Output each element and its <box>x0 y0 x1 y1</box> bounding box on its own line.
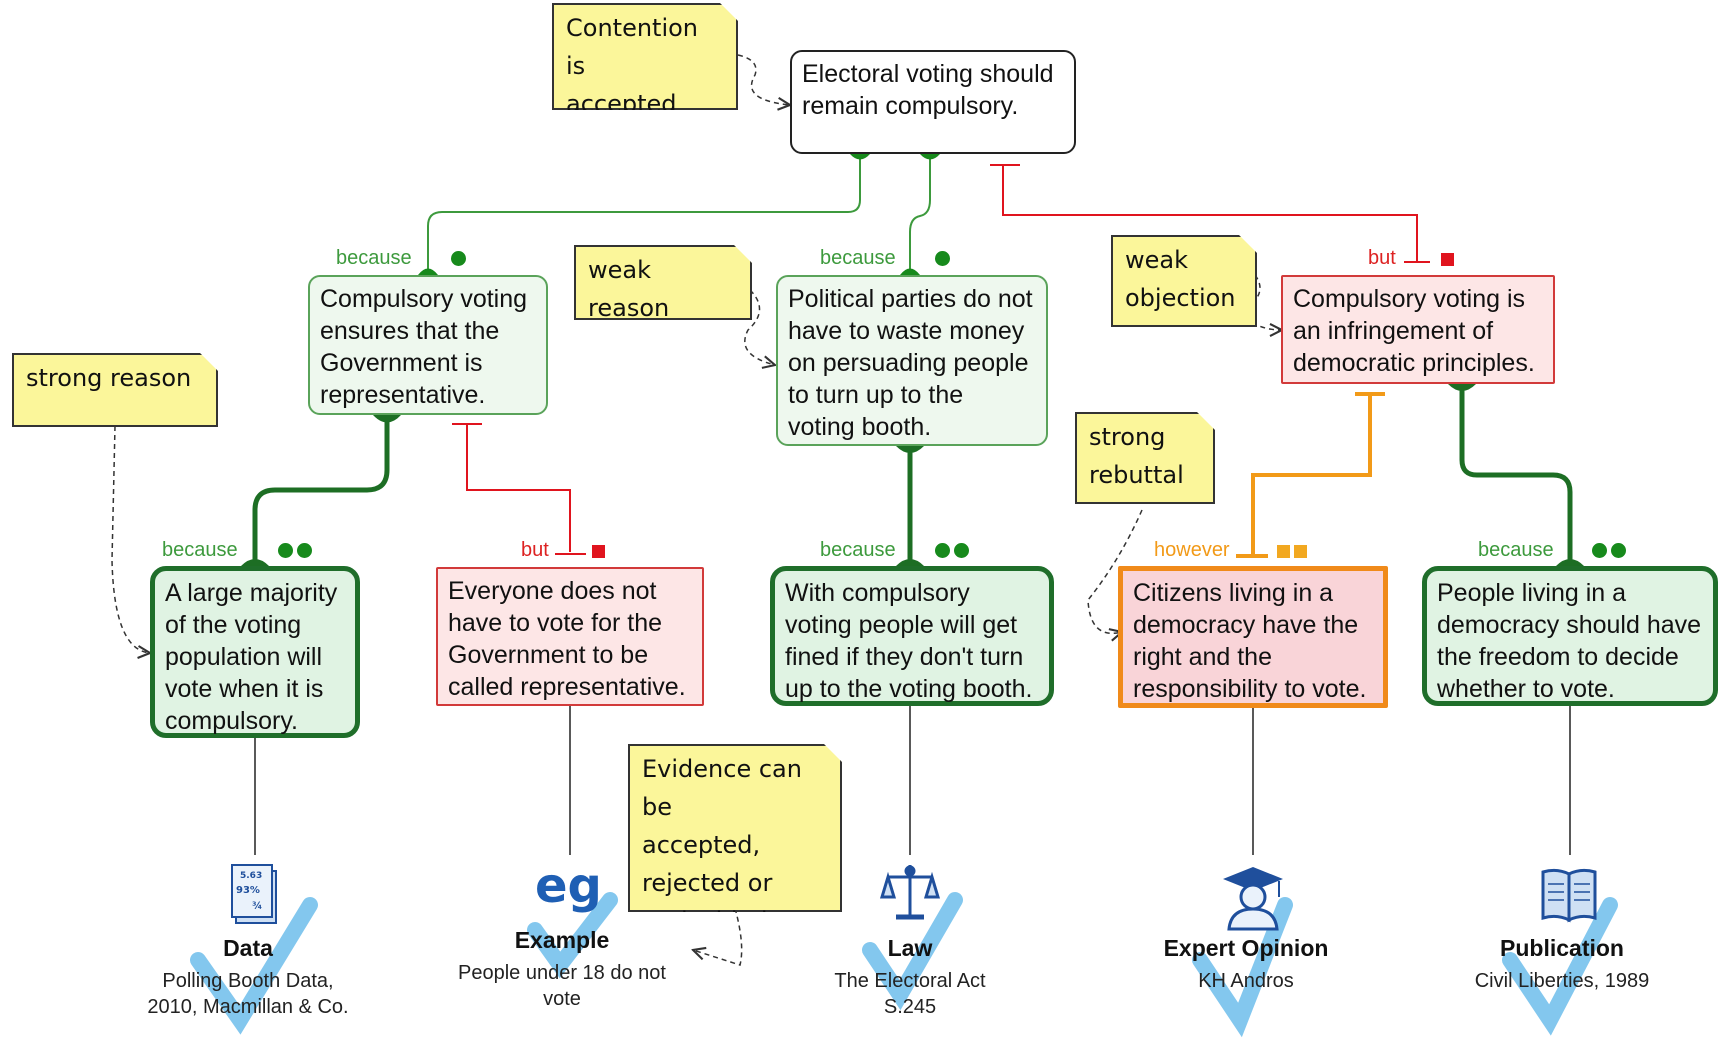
data-icon: 5.63 93% ¾ <box>231 864 277 924</box>
expert-graduate-icon <box>1223 867 1283 931</box>
support-links-thick <box>252 384 1573 566</box>
support-strength-dot <box>297 543 312 558</box>
reason-box[interactable]: Compulsory voting ensures that the Gover… <box>308 275 548 415</box>
but-label: but <box>1368 247 1396 269</box>
evidence-type-expert-opinion: Expert Opinion <box>1163 935 1329 961</box>
objection-links <box>452 164 1430 555</box>
support-strength-dot <box>278 543 293 558</box>
publication-book-icon <box>1541 868 1597 923</box>
because-label: because <box>820 247 896 269</box>
check-mark-icon <box>190 897 318 1035</box>
evidence-type-law: Law <box>887 935 933 961</box>
evidence-detail: Civil Liberties, 1989 <box>1474 970 1650 992</box>
but-label: but <box>521 539 549 561</box>
objection-strength-square <box>592 545 605 558</box>
support-strength-dot <box>954 543 969 558</box>
rebuttal-strength-square <box>1277 545 1290 558</box>
strong-rebuttal-note[interactable]: strong rebuttal <box>1075 412 1215 504</box>
check-marks <box>190 54 1618 1038</box>
svg-text:¾: ¾ <box>252 901 262 912</box>
rebuttal-link <box>1236 392 1385 558</box>
support-links-thin <box>427 154 931 275</box>
objection-strength-square <box>1441 253 1454 266</box>
evidence-note[interactable]: Evidence can be accepted, rejected or un… <box>628 744 842 912</box>
rebuttal-box[interactable]: Citizens living in a democracy have the … <box>1118 566 1388 708</box>
reason-box[interactable]: People living in a democracy should have… <box>1422 566 1718 706</box>
evidence-type-data: Data <box>223 935 273 961</box>
support-strength-dot <box>935 543 950 558</box>
rebuttal-strength-square <box>1294 545 1307 558</box>
reason-box[interactable]: A large majority of the voting populatio… <box>150 566 360 738</box>
however-label: however <box>1154 539 1230 561</box>
objection-box[interactable]: Compulsory voting is an infringement of … <box>1281 275 1555 384</box>
objection-box[interactable]: Everyone does not have to vote for the G… <box>436 567 704 706</box>
evidence-stems <box>254 706 1571 855</box>
svg-text:eg: eg <box>535 858 602 914</box>
evidence-detail: Polling Booth Data, 2010, Macmillan & Co… <box>147 970 349 1018</box>
reason-box[interactable]: With compulsory voting people will get f… <box>770 566 1054 706</box>
contention-box[interactable]: Electoral voting should remain compulsor… <box>790 50 1076 154</box>
law-scales-icon <box>879 865 941 920</box>
evidence-type-example: Example <box>514 927 610 953</box>
because-label: because <box>820 539 896 561</box>
reason-box[interactable]: Political parties do not have to waste m… <box>776 275 1048 446</box>
because-label: because <box>162 539 238 561</box>
support-strength-dot <box>1611 543 1626 558</box>
support-link-knobs <box>418 154 940 275</box>
weak-objection-note[interactable]: weak objection <box>1111 235 1257 327</box>
example-icon: eg <box>535 858 602 914</box>
evidence-detail: The Electoral Act S.245 <box>834 970 986 1018</box>
check-mark-icon <box>862 892 963 1011</box>
support-strength-dot <box>1592 543 1607 558</box>
contention-note[interactable]: Contention is accepted <box>552 3 738 110</box>
weak-reason-note[interactable]: weak reason <box>574 245 752 320</box>
evidence-detail: People under 18 do not vote <box>458 962 666 1010</box>
support-strength-dot <box>451 251 466 266</box>
support-strength-dot <box>935 251 950 266</box>
check-mark-icon <box>527 892 618 979</box>
support-link-knobs-thick <box>241 384 1584 566</box>
svg-text:5.63: 5.63 <box>240 871 262 881</box>
because-label: because <box>1478 539 1554 561</box>
strong-reason-note[interactable]: strong reason <box>12 353 218 427</box>
because-label: because <box>336 247 412 269</box>
check-mark-icon <box>1502 897 1618 1036</box>
evidence-detail: KH Andros <box>1198 970 1294 992</box>
svg-text:93%: 93% <box>236 885 260 896</box>
check-mark-icon <box>1192 897 1293 1038</box>
evidence-type-publication: Publication <box>1500 935 1624 961</box>
